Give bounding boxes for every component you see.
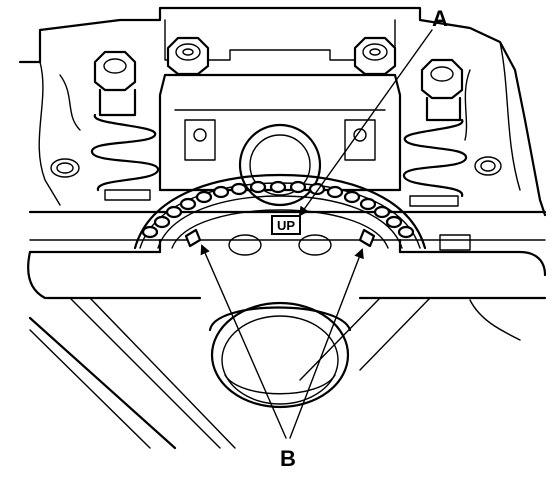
up-mark-text: UP — [277, 218, 295, 233]
callout-b: B — [200, 244, 364, 471]
leader-line-b-right — [289, 248, 364, 439]
callout-a-label: A — [432, 6, 448, 31]
callout-b-label: B — [280, 446, 296, 471]
leader-line-b-left — [200, 244, 287, 439]
rocker-assembly-left — [90, 50, 160, 201]
block-deck — [27, 210, 547, 300]
leader-line-a — [298, 29, 433, 217]
callout-a: A — [298, 6, 448, 217]
up-mark: UP — [271, 215, 301, 235]
lower-block — [28, 297, 521, 450]
cam-bearing-cap — [158, 73, 402, 207]
timing-chain — [141, 180, 415, 239]
rocker-assembly-right — [402, 58, 468, 207]
cap-bolt-right — [353, 36, 397, 76]
bore-opening — [208, 301, 352, 409]
cap-bolt-left — [166, 36, 210, 76]
